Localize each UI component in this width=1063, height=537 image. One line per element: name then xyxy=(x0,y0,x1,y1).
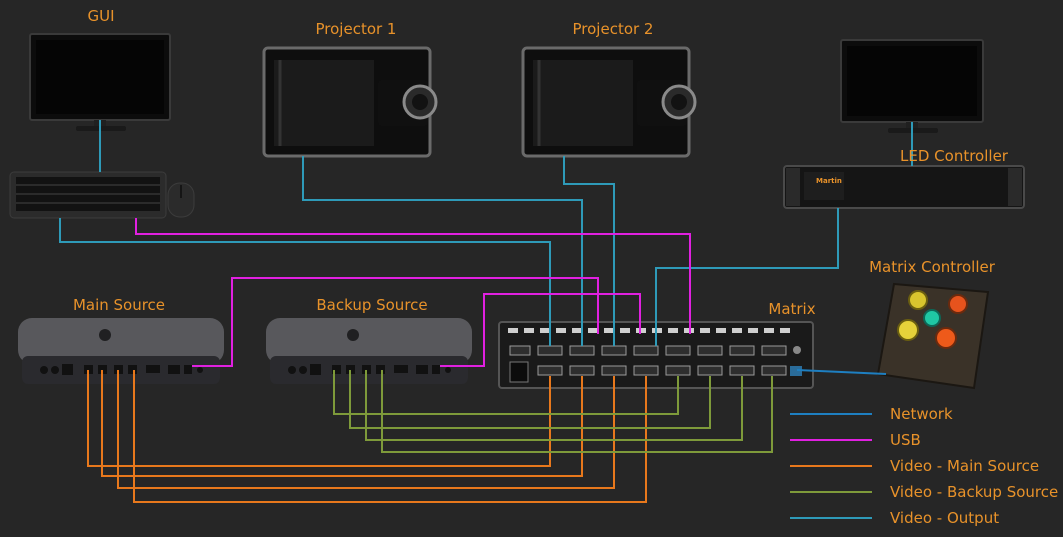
projector-icon xyxy=(262,46,438,158)
matrix-label: Matrix xyxy=(768,300,815,318)
keyboard-icon xyxy=(9,171,167,219)
legend-label-usb: USB xyxy=(890,431,921,449)
matrix-controller-label: Matrix Controller xyxy=(869,258,996,276)
led-brand-label: Martin xyxy=(816,177,842,185)
legend-label-video-output: Video - Output xyxy=(890,509,999,527)
backup-source-label: Backup Source xyxy=(316,296,427,314)
legend-label-video-main: Video - Main Source xyxy=(890,457,1039,475)
legend-label-network: Network xyxy=(890,405,953,423)
projector2-label: Projector 2 xyxy=(573,20,654,38)
led-controller-icon: Martin xyxy=(783,165,1025,209)
projector1-label: Projector 1 xyxy=(316,20,397,38)
video-main-cables xyxy=(87,370,647,503)
mac-mini-icon xyxy=(18,318,224,384)
network-cables xyxy=(796,369,887,375)
usb-cables xyxy=(135,218,691,367)
led-controller-label: LED Controller xyxy=(900,147,1009,165)
monitor-icon xyxy=(840,39,984,133)
matrix-switcher-icon xyxy=(498,321,814,389)
main-source-label: Main Source xyxy=(73,296,165,314)
legend-label-video-backup: Video - Backup Source xyxy=(890,483,1058,501)
gui-label: GUI xyxy=(87,7,114,25)
button-box-icon xyxy=(876,282,990,390)
video-output-cables xyxy=(59,120,913,346)
legend: Network USB Video - Main Source Video - … xyxy=(790,405,1058,527)
video-backup-cables xyxy=(333,370,773,453)
monitor-icon xyxy=(29,33,171,131)
projector-icon xyxy=(521,46,697,158)
mouse-icon xyxy=(167,182,195,218)
mac-mini-icon xyxy=(266,318,472,384)
